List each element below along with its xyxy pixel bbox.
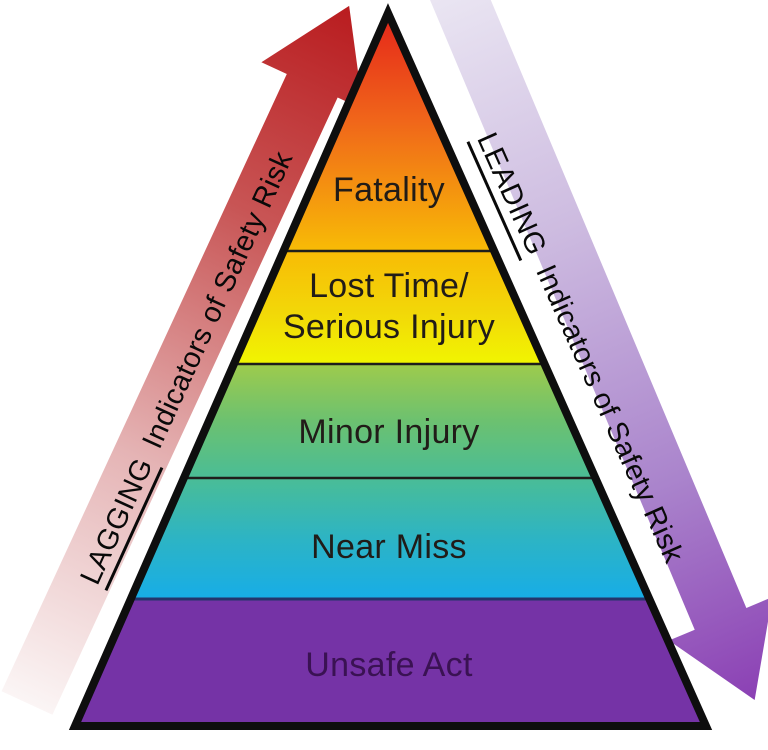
level-label-minor-injury: Minor Injury xyxy=(298,413,480,451)
level-label-near-miss: Near Miss xyxy=(311,528,467,566)
pyramid-outline xyxy=(68,3,713,730)
level-label-fatality: Fatality xyxy=(333,171,445,209)
level-label-unsafe-act: Unsafe Act xyxy=(305,646,473,684)
leading-arrow-shape xyxy=(426,0,768,700)
lagging-arrow-shape xyxy=(1,5,364,715)
level-fatality-band xyxy=(75,13,706,252)
level-unsafe-act-band xyxy=(75,598,706,726)
level-label-lost-time-line2: Serious Injury xyxy=(282,308,496,346)
level-label-lost-time-line1: Lost Time/ xyxy=(309,267,469,305)
level-label-lost-time: Lost Time/ Serious Injury xyxy=(139,266,639,348)
